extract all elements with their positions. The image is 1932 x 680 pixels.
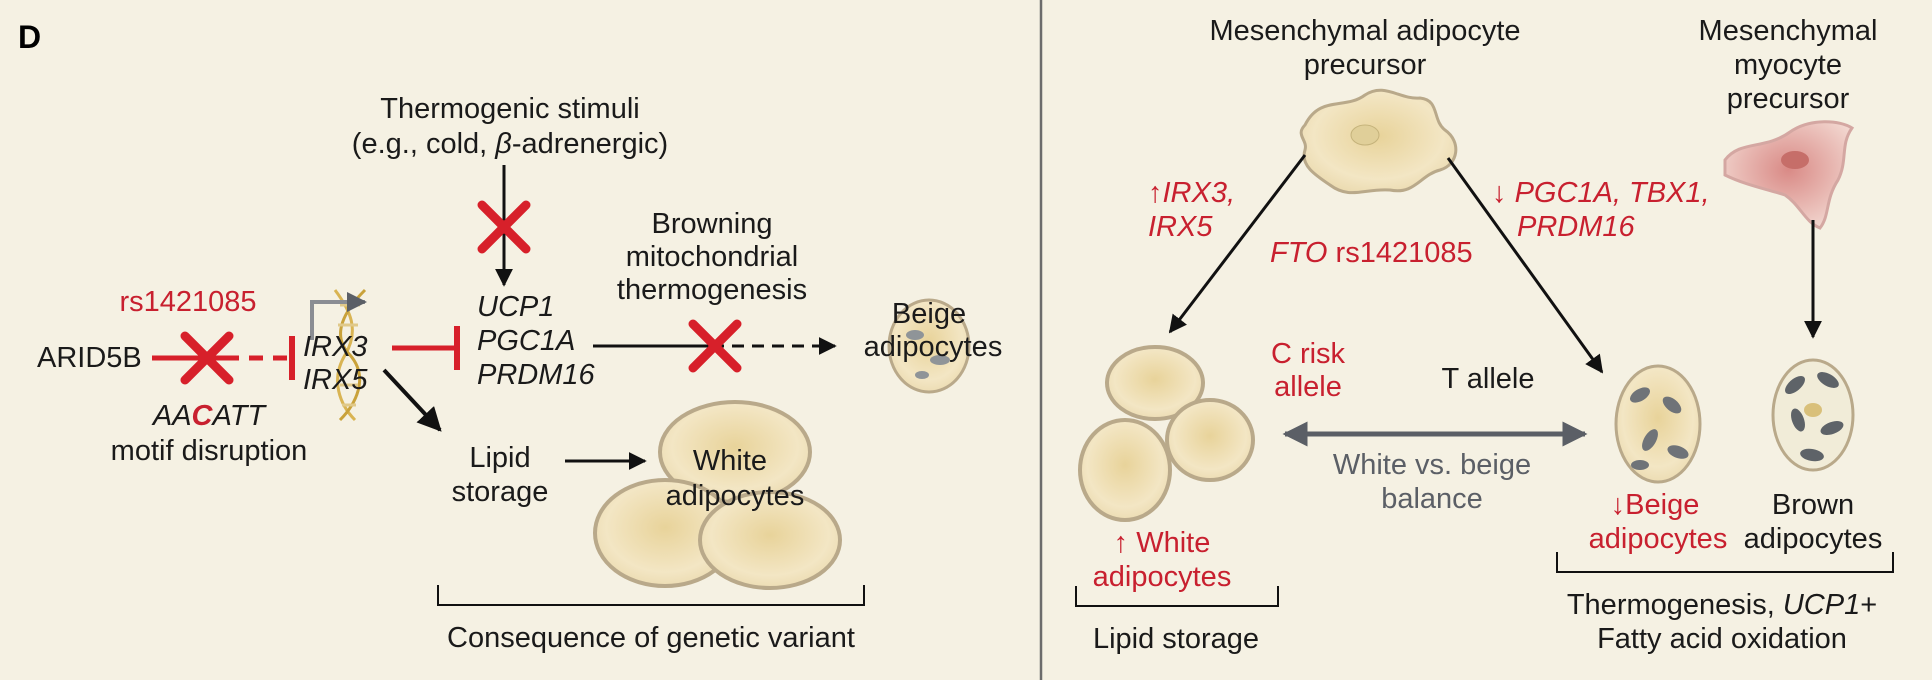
- mesenchymal-myocyte-label-line3: precursor: [1727, 83, 1850, 115]
- white-adipocyte-cluster-icon: [593, 400, 842, 590]
- beige-adipocyte-icon: [887, 298, 971, 394]
- stimuli-label-line1: Thermogenic stimuli: [380, 93, 639, 125]
- balance-label-line2: balance: [1381, 483, 1483, 515]
- white-adipocyte-cluster-right-icon: [1078, 345, 1255, 522]
- beige-label-line1: Beige: [892, 298, 966, 330]
- down-beige-label-line1: ↓Beige: [1611, 489, 1700, 521]
- lipid-storage-label: Lipid storage: [1093, 623, 1259, 655]
- irx3-label: IRX3: [303, 331, 367, 363]
- stimuli-label-line2: (e.g., cold, β-adrenergic): [352, 128, 668, 160]
- beige-label-line2: adipocytes: [864, 331, 1003, 363]
- white-label-line2: adipocytes: [666, 480, 805, 512]
- snp-label: rs1421085: [119, 286, 256, 318]
- thermogenesis-label-line2: Fatty acid oxidation: [1597, 623, 1847, 655]
- brown-label-line2: adipocytes: [1744, 523, 1883, 555]
- beige-adipocyte-right-icon: [1614, 364, 1702, 484]
- c-risk-label-line2: allele: [1274, 371, 1342, 403]
- mesenchymal-adipocyte-label-line1: Mesenchymal adipocyte: [1209, 15, 1520, 47]
- myocyte-precursor-cell-icon: [1723, 120, 1855, 230]
- consequence-bracket: [437, 585, 865, 606]
- irx-to-lipid-arrow: [382, 368, 442, 432]
- mesenchymal-myocyte-label-line2: myocyte: [1734, 49, 1842, 81]
- white-label-line1: White: [693, 445, 767, 477]
- mesenchymal-adipocyte-label-line2: precursor: [1304, 49, 1427, 81]
- browning-label-line3: thermogenesis: [617, 274, 807, 306]
- consequence-label: Consequence of genetic variant: [447, 622, 855, 654]
- up-irx-label-line1: ↑IRX3,: [1148, 177, 1235, 209]
- panel-letter: D: [18, 19, 41, 55]
- down-beige-label-line2: adipocytes: [1589, 523, 1728, 555]
- adipocyte-precursor-cell-icon: [1299, 88, 1458, 195]
- precursor-to-beige-arrow: [1446, 157, 1604, 374]
- block-x-stimuli: [477, 200, 531, 254]
- down-genes-label-line1: ↓ PGC1A, TBX1,: [1492, 177, 1710, 209]
- up-white-label-line2: adipocytes: [1093, 561, 1232, 593]
- up-white-label-line1: ↑ White: [1114, 527, 1211, 559]
- thermogenesis-bracket: [1556, 552, 1894, 573]
- lipid-storage-bracket: [1075, 586, 1279, 607]
- c-risk-label-line1: C risk: [1271, 338, 1346, 370]
- arid5b-label: ARID5B: [37, 342, 142, 374]
- t-allele-label: T allele: [1442, 363, 1535, 395]
- down-genes-label-line2: PRDM16: [1517, 211, 1636, 243]
- precursor-to-white-arrow: [1168, 154, 1307, 334]
- balance-label-line1: White vs. beige: [1333, 449, 1531, 481]
- pgc1a-label: PGC1A: [477, 325, 575, 357]
- brown-adipocyte-icon: [1771, 358, 1855, 472]
- ucp1-label: UCP1: [477, 291, 554, 323]
- motif-label-line1: AACATT: [151, 400, 268, 432]
- brown-label-line1: Brown: [1772, 489, 1854, 521]
- transcription-arrow: [310, 292, 367, 340]
- fto-snp-label: FTO rs1421085: [1270, 237, 1473, 269]
- block-x-browning: [688, 319, 742, 373]
- irx5-label: IRX5: [303, 364, 368, 396]
- block-x-arid5b: [180, 331, 234, 385]
- dna-helix-icon: [333, 288, 367, 422]
- prdm16-label: PRDM16: [477, 359, 596, 391]
- motif-label-line2: motif disruption: [111, 435, 308, 467]
- mesenchymal-myocyte-label-line1: Mesenchymal: [1699, 15, 1878, 47]
- browning-label-line1: Browning: [652, 208, 773, 240]
- thermogenesis-label-line1: Thermogenesis, UCP1+: [1567, 589, 1877, 621]
- browning-label-line2: mitochondrial: [626, 241, 798, 273]
- lipid-label-line2: storage: [452, 476, 549, 508]
- up-irx-label-line2: IRX5: [1148, 211, 1213, 243]
- lipid-label-line1: Lipid: [469, 442, 530, 474]
